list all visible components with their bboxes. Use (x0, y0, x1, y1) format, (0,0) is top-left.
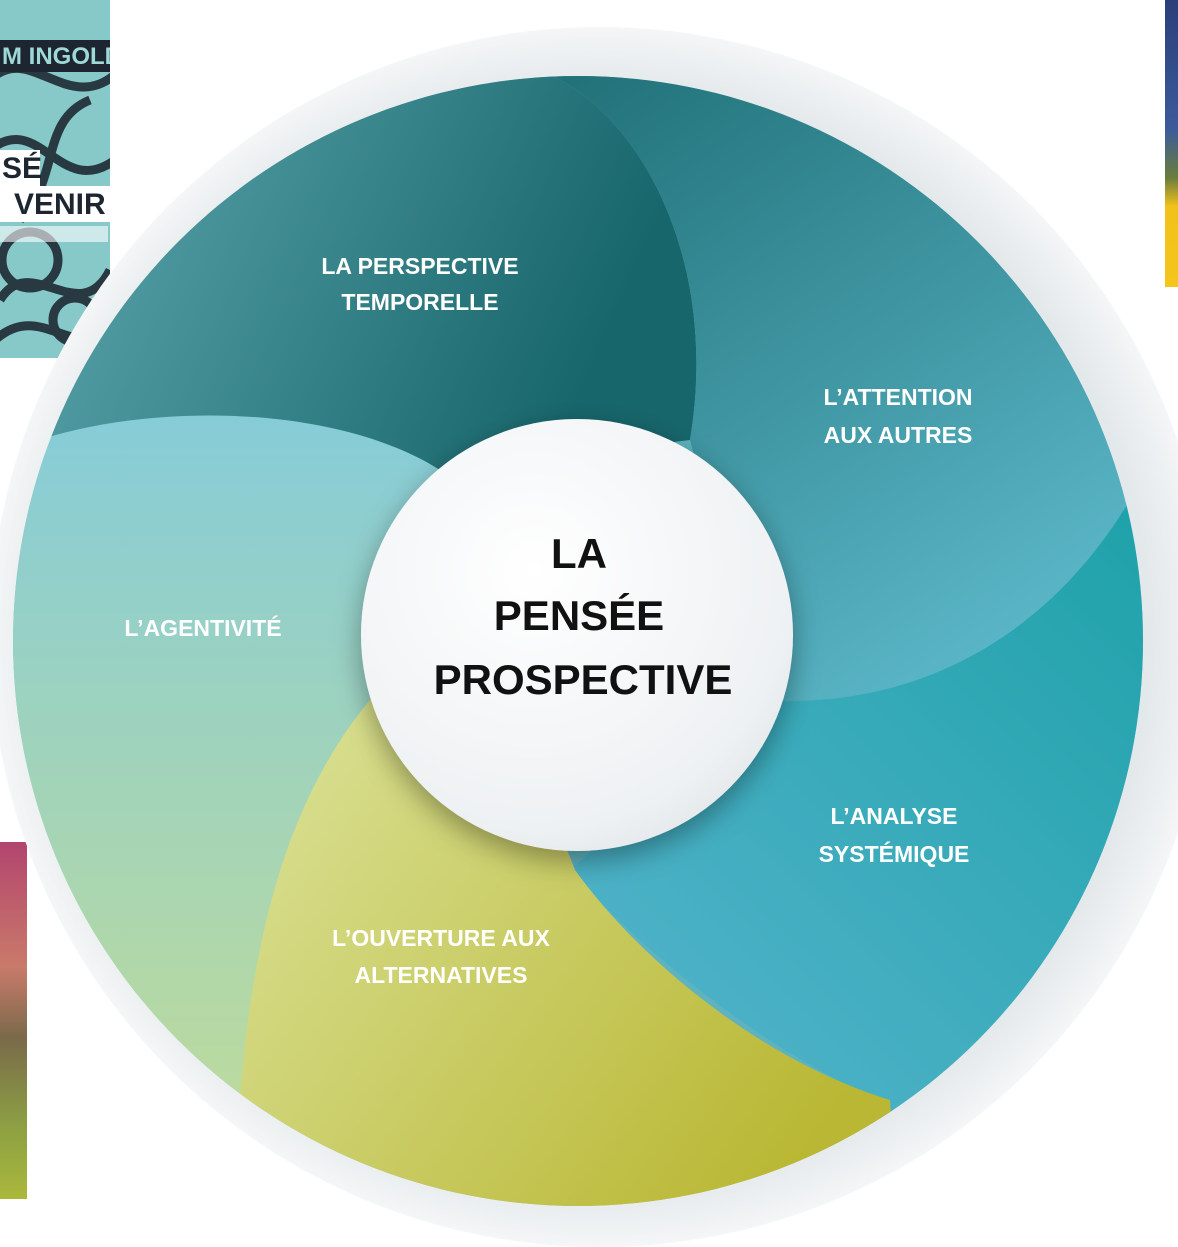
right-thumbnail (1165, 0, 1178, 287)
book-title-line1: M INGOLD (2, 43, 110, 70)
label-temporal-line1: LA PERSPECTIVE (321, 253, 518, 279)
label-temporal-line2: TEMPORELLE (341, 289, 498, 315)
book-title-line3: VENIR (14, 188, 106, 221)
label-attention-line2: AUX AUTRES (824, 422, 973, 448)
label-systemic-line2: SYSTÉMIQUE (819, 840, 970, 867)
book-cover-thumbnail: M INGOLD SÉ VENIR (0, 0, 110, 358)
center-title-line1: LA (551, 530, 607, 577)
center-disc (361, 419, 793, 851)
center-title-line3: PROSPECTIVE (434, 656, 733, 703)
label-alternatives-line1: L’OUVERTURE AUX (332, 925, 550, 951)
center-title-line2: PENSÉE (494, 592, 664, 639)
book-title-line2: SÉ (2, 151, 42, 185)
segment-alternatives (235, 698, 900, 1206)
landscape-thumbnail (0, 842, 27, 1199)
label-systemic-line1: L’ANALYSE (831, 803, 958, 829)
label-agentivity: L’AGENTIVITÉ (124, 614, 281, 641)
label-attention-line1: L’ATTENTION (823, 384, 972, 410)
label-alternatives-line2: ALTERNATIVES (355, 962, 528, 988)
